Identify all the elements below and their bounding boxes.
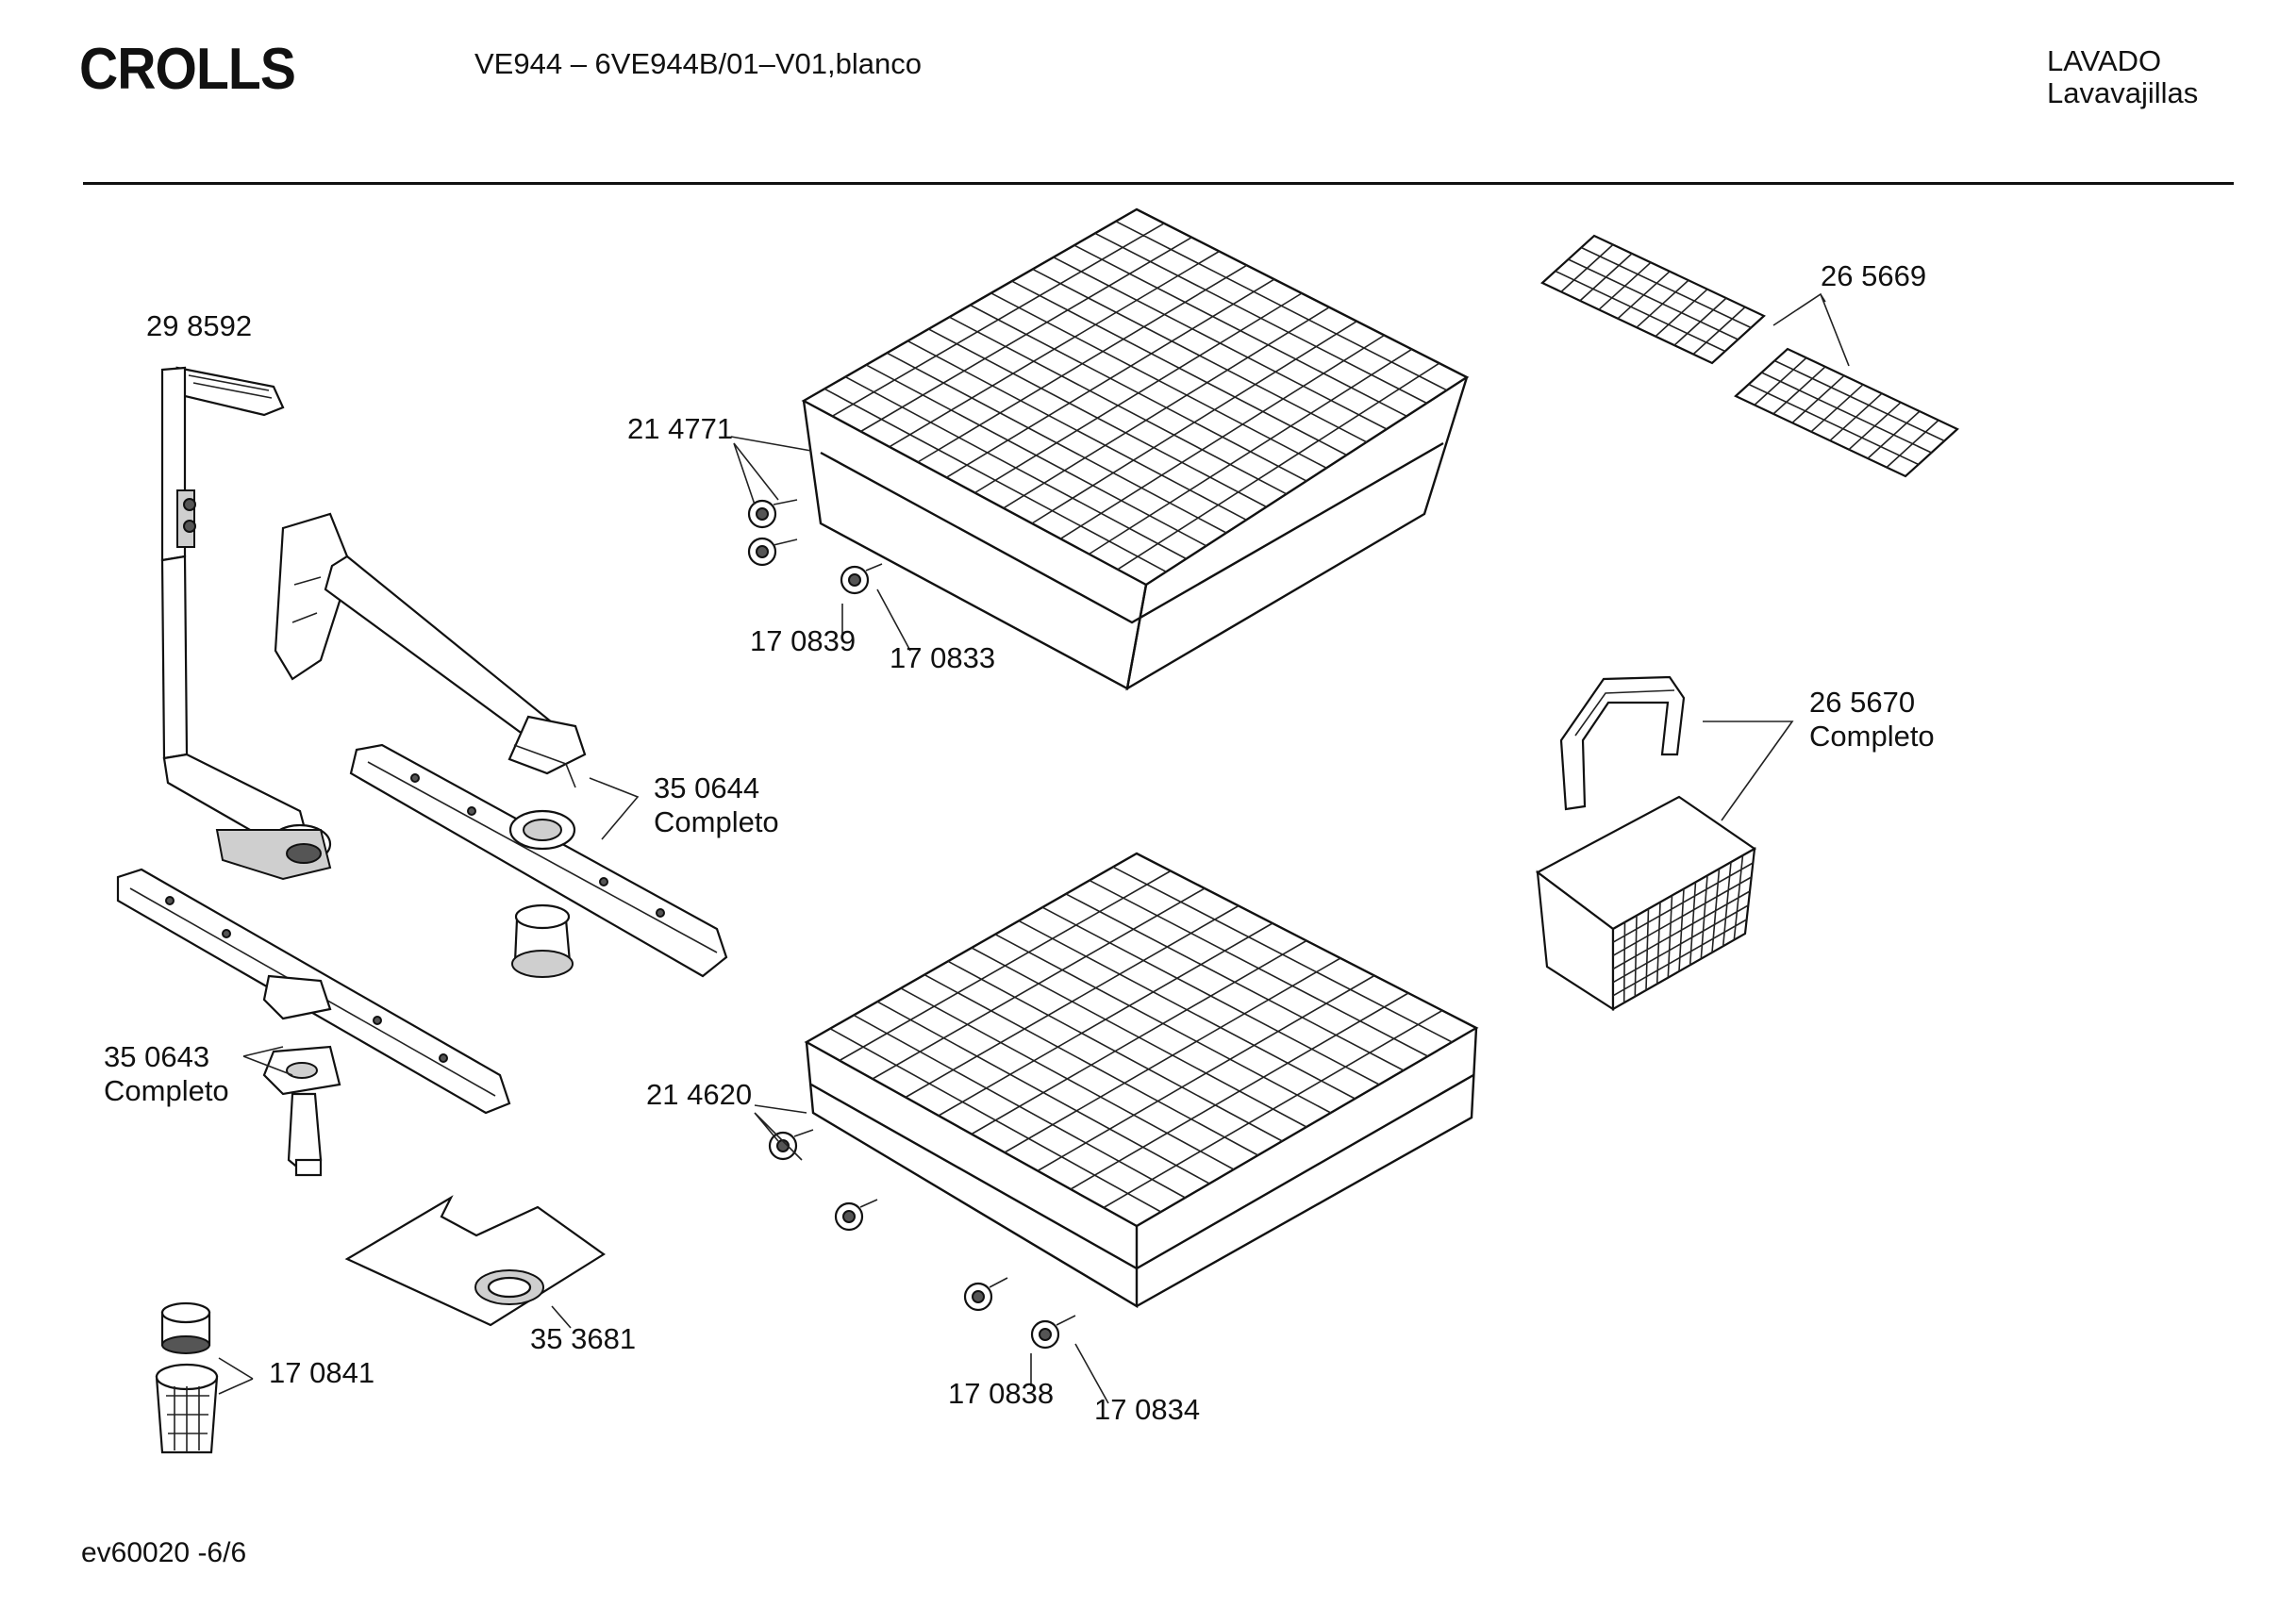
cutlery-basket-drawing [1535,675,1757,1012]
part-170834: 17 0834 [1094,1393,1200,1427]
cup-racks-drawing [1540,234,1959,478]
part-number: 35 0643 [104,1040,210,1073]
brand-logo: CROLLS [79,37,296,102]
part-350644: 35 0644 Completo [654,771,779,839]
part-note: Completo [654,805,779,838]
part-170833: 17 0833 [890,641,995,675]
part-number: 17 0834 [1094,1393,1201,1426]
part-number: 26 5669 [1821,259,1927,292]
part-number: 35 0644 [654,771,760,804]
lower-spray-arm-drawing [116,868,511,1177]
part-number: 35 3681 [530,1322,637,1355]
filter-plate-drawing [344,1195,606,1327]
part-number: 17 0838 [948,1377,1055,1410]
category-label: LAVADO [2047,44,2162,77]
upper-spray-arm-drawing [274,512,728,978]
part-number: 17 0839 [750,624,857,657]
part-350643: 35 0643 Completo [104,1040,229,1108]
part-170839: 17 0839 [750,624,856,658]
diagram-code: ev60020 -6/6 [81,1537,247,1568]
part-214620: 21 4620 [646,1078,752,1112]
upper-basket-drawing [747,207,1470,691]
part-number: 21 4620 [646,1078,753,1111]
part-note: Completo [104,1074,229,1107]
part-number: 21 4771 [627,412,734,445]
leader-lines [218,292,1850,1404]
part-number: 29 8592 [146,309,253,342]
part-265670: 26 5670 Completo [1809,686,1935,754]
header-divider [83,182,2234,185]
model-title: VE944 – 6VE944B/01–V01,blanco [474,47,922,80]
part-170841: 17 0841 [269,1356,374,1390]
subcategory-label: Lavavajillas [2047,76,2199,109]
category-block: LAVADO Lavavajillas [2047,45,2198,109]
part-number: 26 5670 [1809,686,1916,719]
filter-cartridge-drawing [155,1301,219,1454]
lower-basket-drawing [768,852,1479,1350]
part-170838: 17 0838 [948,1377,1054,1411]
part-353681: 35 3681 [530,1322,636,1356]
part-number: 17 0833 [890,641,996,674]
part-298592: 29 8592 [146,309,252,343]
part-number: 17 0841 [269,1356,375,1389]
supply-pipe-drawing [160,366,332,881]
part-note: Completo [1809,720,1935,753]
part-265669: 26 5669 [1821,259,1926,293]
part-214771: 21 4771 [627,412,733,446]
